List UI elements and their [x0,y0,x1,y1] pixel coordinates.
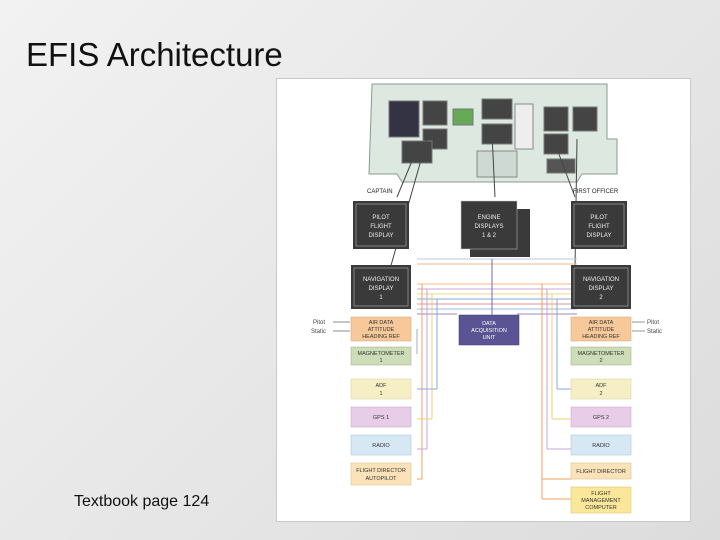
left-nd-line2: DISPLAY [369,286,394,292]
right-nd: NAVIGATION DISPLAY 2 [571,265,631,309]
right-radio-label: RADIO [592,443,610,449]
fmc-line2: MANAGEMENT [581,498,621,504]
left-pfd-line2: FLIGHT [370,224,392,230]
left-airdata-line3: HEADING REF [362,334,400,340]
left-nd: NAVIGATION DISPLAY 1 [351,265,411,309]
dau-line1: DATA [482,321,496,327]
left-magnetometer-line1: MAGNETOMETER [358,351,405,357]
right-pitot-label: Pitot [647,320,659,326]
left-airdata-line2: ATTITUDE [368,327,395,333]
left-flight-director-box: FLIGHT DIRECTOR AUTOPILOT [350,462,412,486]
left-nd-line1: NAVIGATION [363,277,399,283]
left-radio-label: RADIO [372,443,390,449]
left-pitot-arrows [333,321,350,332]
flight-management-computer-box: FLIGHT MANAGEMENT COMPUTER [570,486,632,514]
right-gps-box: GPS 2 [570,406,632,428]
right-nd-line3: 2 [599,295,603,301]
left-pfd-line1: PILOT [372,215,390,221]
left-adf-line1: ADF [376,383,388,389]
right-static-label: Static [647,329,662,335]
right-nd-line2: DISPLAY [589,286,614,292]
right-pfd-line1: PILOT [590,215,608,221]
right-nd-line1: NAVIGATION [583,277,619,283]
left-airdata-line1: AIR DATA [369,320,394,326]
left-radio-box: RADIO [350,434,412,456]
right-flight-director-box: FLIGHT DIRECTOR [570,462,632,480]
engine-displays: ENGINE DISPLAYS 1 & 2 [460,200,530,257]
left-magnetometer-line2: 1 [379,358,382,364]
data-acquisition-unit: DATA ACQUISITION UNIT [458,314,520,346]
right-airdata-line1: AIR DATA [589,320,614,326]
right-radio-box: RADIO [570,434,632,456]
engine-display-line2: DISPLAYS [475,224,504,230]
right-pfd-line2: FLIGHT [588,224,610,230]
right-gps-label: GPS 2 [593,415,609,421]
captain-label: CAPTAIN [367,189,393,195]
slide-title: EFIS Architecture [26,36,283,73]
engine-display-line3: 1 & 2 [482,233,497,239]
right-airdata-line3: HEADING REF [582,334,620,340]
right-pfd-line3: DISPLAY [587,233,612,239]
first-officer-label: FIRST OFFICER [573,189,619,195]
right-adf-line2: 2 [599,391,602,397]
right-magnetometer-line2: 2 [599,358,602,364]
left-pfd: PILOT FLIGHT DISPLAY [353,201,409,249]
efis-diagram: CAPTAIN FIRST OFFICER [311,83,662,514]
right-airdata-box: AIR DATA ATTITUDE HEADING REF [570,316,632,342]
fmc-line3: COMPUTER [585,505,617,511]
left-adf-box: ADF 1 [350,378,412,400]
cockpit-panel [368,83,618,183]
right-pitot-arrows [632,321,645,332]
right-adf-box: ADF 2 [570,378,632,400]
bus-lines [416,258,577,500]
right-airdata-line2: ATTITUDE [588,327,615,333]
right-adf-line1: ADF [596,383,608,389]
left-gps-label: GPS 1 [373,415,389,421]
textbook-caption: Textbook page 124 [74,493,210,510]
efis-diagram-figure: CAPTAIN FIRST OFFICER [276,78,691,522]
left-pitot-label: Pitot [313,320,325,326]
left-fd-line1: FLIGHT DIRECTOR [356,468,406,474]
left-nd-line3: 1 [379,295,383,301]
left-airdata-box: AIR DATA ATTITUDE HEADING REF [350,316,412,342]
right-magnetometer-box: MAGNETOMETER 2 [570,346,632,366]
left-static-label: Static [311,329,326,335]
right-pfd: PILOT FLIGHT DISPLAY [571,201,627,249]
dau-line2: ACQUISITION [471,328,507,334]
left-pfd-line3: DISPLAY [369,233,394,239]
right-magnetometer-line1: MAGNETOMETER [578,351,625,357]
left-adf-line2: 1 [379,391,382,397]
right-fd-label: FLIGHT DIRECTOR [576,469,626,475]
left-fd-line2: AUTOPILOT [365,476,397,482]
left-magnetometer-box: MAGNETOMETER 1 [350,346,412,366]
dau-line3: UNIT [483,335,496,341]
fmc-line1: FLIGHT [591,491,611,497]
engine-display-line1: ENGINE [477,215,500,221]
left-gps-box: GPS 1 [350,406,412,428]
